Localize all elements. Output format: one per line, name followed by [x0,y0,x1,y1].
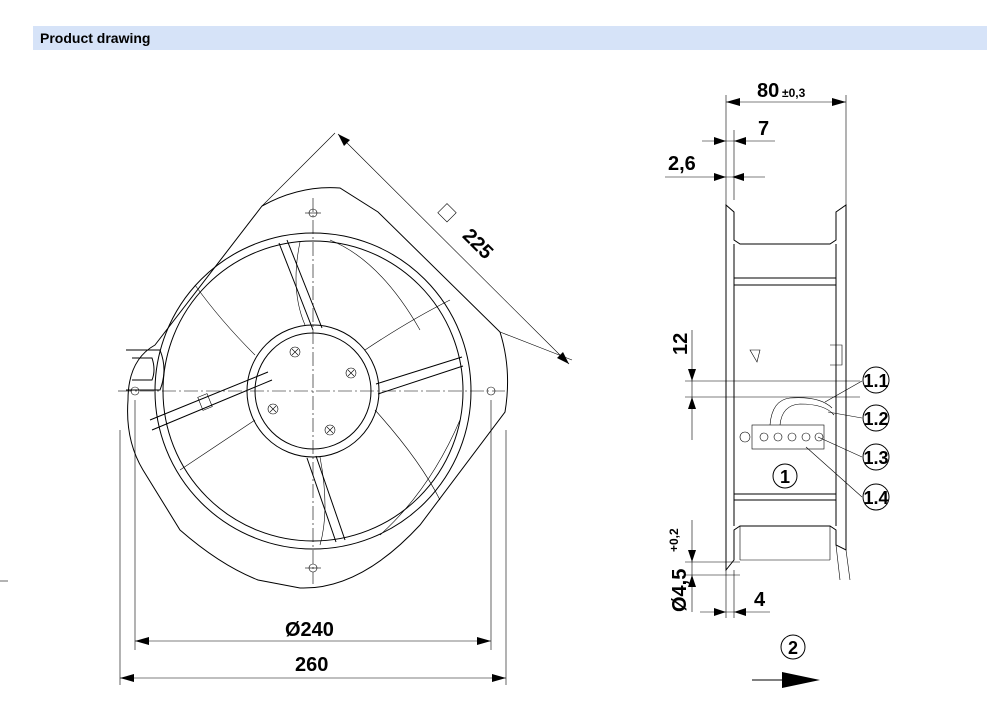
arrow-icon [832,98,846,106]
strut [306,455,346,543]
housing-outline [127,187,509,589]
arrow-icon [714,137,726,145]
callout-1-2: 1.2 [862,404,890,432]
dim-width-label: 260 [295,654,328,676]
cable-hook [126,349,165,391]
dim-line-square [337,133,570,365]
marker-1: 1 [772,463,798,489]
callout-1-4: 1.4 [862,483,890,511]
dim-7-label: 7 [758,118,769,140]
strut [278,239,323,331]
side-clip [830,344,843,366]
arrow-icon [726,98,740,106]
blade [194,284,256,356]
svg-text:1.2: 1.2 [863,409,888,429]
blade [364,299,451,351]
side-view: 80 ±0,3 7 2,6 12 [665,80,890,688]
dim-hole-label: Ø4,5 [669,569,691,612]
dim-12-label: 12 [670,333,692,355]
arrow-icon [734,137,746,145]
arrow-icon [477,637,491,645]
terminal-block [739,397,835,450]
dim-square-label: 225 [458,225,497,264]
screw-icon [267,346,357,436]
blade [379,419,461,536]
arrow-icon [135,637,149,645]
svg-text:1.1: 1.1 [863,371,888,391]
airflow-arrowhead-icon [782,672,820,688]
side-body-outline [725,203,847,572]
callout-1-1: 1.1 [862,366,890,394]
callout-leaders [805,380,863,498]
svg-text:1.3: 1.3 [863,448,888,468]
arrow-icon [557,352,569,364]
blade [374,409,441,501]
marker-2: 2 [780,634,806,660]
dim-2-6-label: 2,6 [668,153,696,175]
dim-hole-tol: +0,2 [667,528,681,552]
strut [375,356,464,395]
arrow-icon [714,173,726,181]
dim-depth-label: 80 [757,80,779,102]
arrow-icon [732,173,744,181]
blade [295,241,306,326]
blade [179,419,256,471]
arrow-icon [688,550,696,562]
blade [329,239,421,331]
cable-clip [197,393,213,411]
section-header: Product drawing [33,26,987,50]
arrow-icon [492,674,506,682]
arrow-icon [714,608,726,616]
dim-4-label: 4 [754,589,766,611]
dim-diameter-label: Ø240 [285,619,334,641]
cable-strut [149,371,273,431]
arrow-icon [338,134,350,146]
side-foot [739,526,831,561]
ground-screw-icon [739,431,751,443]
arrow-icon [688,369,696,381]
arrow-icon [688,397,696,409]
svg-text:2: 2 [788,638,798,658]
svg-text:1.4: 1.4 [863,488,888,508]
dim-ext-line [261,132,336,207]
callout-1-3: 1.3 [862,443,890,471]
svg-text:1: 1 [780,467,790,487]
dim-depth-tol: ±0,3 [782,86,806,100]
arrow-icon [734,608,746,616]
section-title: Product drawing [40,30,151,46]
blade [319,456,326,546]
arrow-icon [688,575,696,587]
front-view: 225 Ø240 260 [118,132,573,685]
arrow-icon [120,674,134,682]
square-symbol-icon [437,203,457,223]
